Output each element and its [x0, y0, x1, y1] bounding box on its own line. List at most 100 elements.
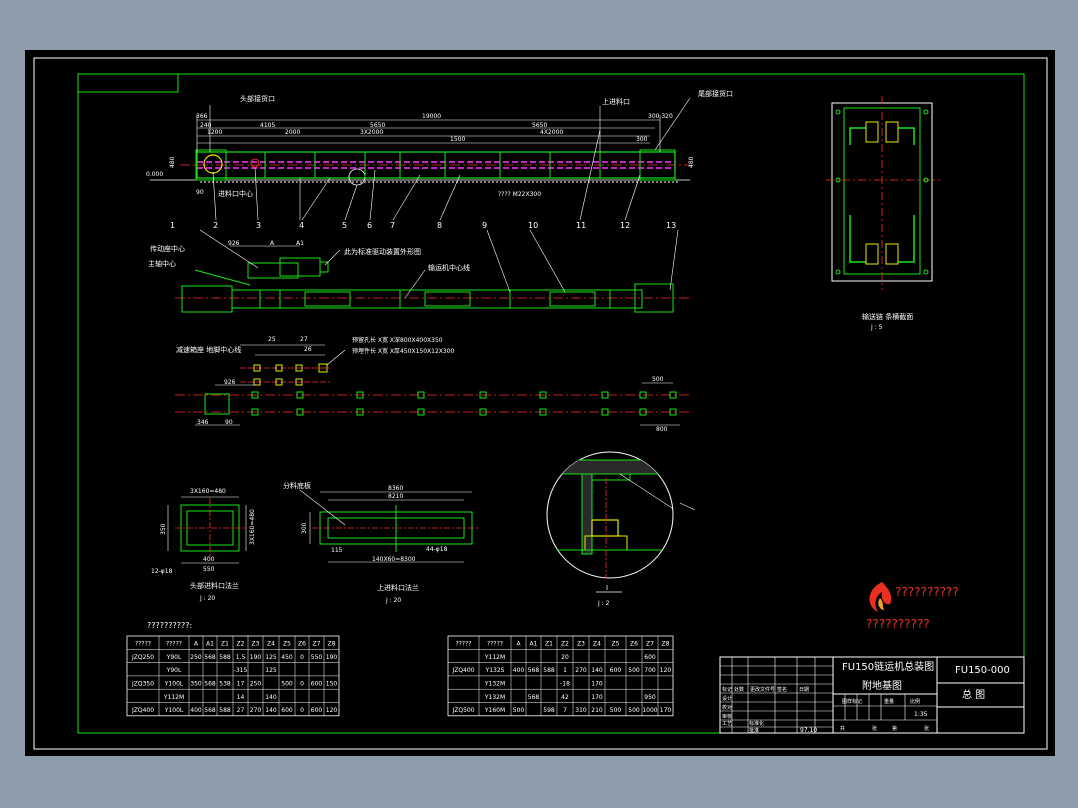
table-cell: 250: [250, 680, 262, 687]
table-cell: Y100L: [164, 707, 184, 714]
table-cell: 1.5: [236, 654, 246, 661]
table-header-cell: Z8: [662, 641, 670, 648]
table-cell: 310: [575, 707, 587, 714]
dim-1200: 1200: [207, 129, 222, 136]
tb-col-sign: 签名: [777, 686, 787, 693]
table-cell: 588: [219, 707, 231, 714]
table-cell: JZQ350: [131, 680, 154, 687]
dim-480-right: 480: [688, 156, 695, 168]
table-cell: 125: [265, 654, 277, 661]
drawing-date: 97.10: [800, 727, 817, 734]
sheet-name: 总 图: [962, 688, 985, 701]
part-number: 3: [256, 221, 261, 230]
table-cell: 568: [204, 654, 216, 661]
tb-row-review: 审核: [722, 713, 732, 720]
tb-scale-label: 比例: [910, 698, 920, 705]
part-number: 5: [342, 221, 347, 230]
table-cell: 0: [300, 654, 304, 661]
table-header-cell: Z2: [237, 641, 245, 648]
table-cell: 190: [326, 654, 338, 661]
part-number: 13: [666, 221, 676, 230]
table-cell: JZQ400: [131, 707, 154, 714]
title-block: [719, 656, 1025, 734]
top-flange-view: [299, 489, 480, 563]
table-header-cell: ?????: [456, 641, 472, 648]
tb-col-count: 处数: [734, 686, 744, 693]
table-cell: 140: [265, 707, 277, 714]
table-cell: 568: [204, 680, 216, 687]
dim-8360: 8360: [388, 485, 403, 492]
table-cell: -18: [560, 680, 570, 687]
logo-title: ??????????: [895, 585, 959, 599]
dim-5650b: 5650: [532, 122, 547, 129]
table-cell: 0: [300, 707, 304, 714]
caption-scale-j20a: J : 20: [199, 595, 215, 602]
table-cell: 500: [610, 707, 622, 714]
table-header-cell: A1: [530, 641, 538, 648]
table-header-cell: Z7: [313, 641, 321, 648]
table-cell: 7: [563, 707, 567, 714]
anchor-hole-note: ???? M22X300: [498, 191, 541, 198]
table-header-cell: Z5: [283, 641, 291, 648]
flame-icon: [869, 582, 892, 612]
tb-sheets-a: 张: [872, 725, 877, 732]
table-cell: 600: [644, 654, 656, 661]
dim-a: A: [270, 240, 275, 247]
table-cell: Y90L: [166, 654, 182, 661]
table-cell: Y100L: [164, 680, 184, 687]
table-cell: 600: [311, 680, 323, 687]
table-cell: 600: [281, 707, 293, 714]
title-line1: FU150链运机总装图: [842, 660, 934, 673]
dim-300-320: 300 320: [648, 113, 673, 120]
dim-300: 300: [636, 136, 648, 143]
callout-drive-center: 传动座中心: [150, 244, 185, 253]
table-header-cell: Z3: [252, 641, 260, 648]
part-number: 8: [437, 221, 442, 230]
outer-border: [33, 57, 1048, 750]
table-cell: 700: [644, 667, 656, 674]
table-header-cell: Z6: [298, 641, 306, 648]
callout-head-outlet: 头部接货口: [240, 94, 275, 103]
table-cell: 550: [311, 654, 323, 661]
dim-5650a: 5650: [370, 122, 385, 129]
part-number: 2: [213, 221, 218, 230]
dim-44-holes: 44-φ18: [426, 546, 448, 553]
tb-sample-mark: 图样标记: [842, 698, 862, 705]
dim-4105: 4105: [260, 122, 275, 129]
caption-scale-j20b: J : 20: [385, 597, 401, 604]
table-cell: 170: [660, 707, 672, 714]
dim-4x2000: 4X2000: [540, 129, 563, 136]
dim-3x160-top: 3X160=480: [190, 488, 226, 495]
scale-value: 1:35: [914, 711, 928, 718]
table-cell: 0: [300, 680, 304, 687]
table-header-cell: Z1: [221, 641, 229, 648]
tb-row-process: 工艺: [722, 721, 732, 727]
dim-240: 240: [200, 122, 212, 129]
table-cell: 250: [190, 654, 202, 661]
dim-115: 115: [331, 547, 343, 554]
tb-total: 共: [840, 725, 845, 732]
dim-140x60: 140X60=8300: [372, 556, 416, 563]
table-header-cell: ?????: [135, 641, 151, 648]
caption-head-flange: 头部进料口法兰: [190, 581, 239, 590]
table-header-cell: Z5: [612, 641, 620, 648]
dim-1500: 1500: [450, 136, 465, 143]
tb-row-standard: 标准化: [749, 720, 764, 727]
table-header-cell: Z1: [545, 641, 553, 648]
table-cell: 1000: [642, 707, 657, 714]
dim-2000: 2000: [285, 129, 300, 136]
table-cell: 500: [513, 707, 525, 714]
table-header-cell: Z3: [577, 641, 585, 648]
table-header-cell: Z2: [561, 641, 569, 648]
main-elevation-view: [150, 97, 691, 221]
table-cell: 538: [219, 680, 231, 687]
table-cell: 190: [250, 654, 262, 661]
dim-350: 350: [160, 523, 167, 535]
dim-19000: 19000: [422, 113, 441, 120]
callout-top-inlet: 上进料口: [602, 97, 630, 106]
tb-row-check: 校对: [722, 704, 732, 711]
caption-cross-section: 输送链 条横截面: [862, 312, 913, 321]
dim-800: 800: [656, 426, 668, 433]
table-cell: 20: [561, 654, 569, 661]
